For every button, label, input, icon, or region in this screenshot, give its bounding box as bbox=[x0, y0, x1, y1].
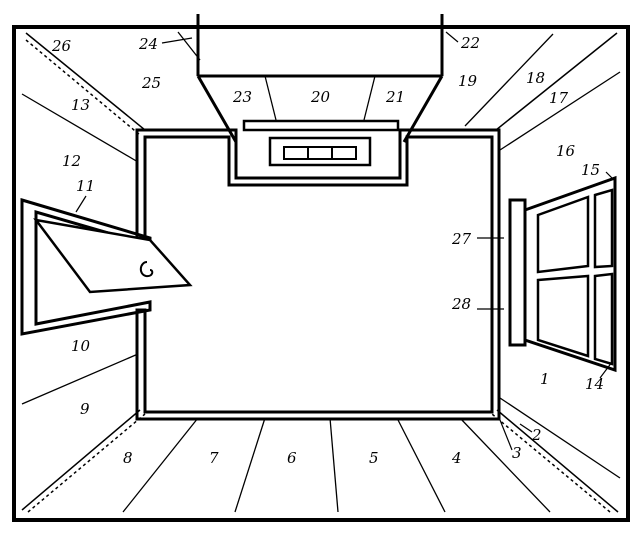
hood-base bbox=[268, 136, 372, 167]
label-11: 11 bbox=[76, 177, 95, 195]
label-28: 28 bbox=[451, 295, 471, 313]
leader-line-3 bbox=[499, 419, 513, 451]
label-4: 4 bbox=[451, 449, 462, 467]
label-5: 5 bbox=[369, 449, 379, 467]
segment-line-18-19 bbox=[464, 33, 554, 127]
window-outer bbox=[523, 175, 617, 373]
label-1: 1 bbox=[540, 370, 550, 388]
segment-line-9-10 bbox=[21, 353, 139, 405]
label-21: 21 bbox=[385, 88, 405, 106]
leader-line-22 bbox=[445, 31, 459, 43]
label-20: 20 bbox=[310, 88, 331, 106]
label-2: 2 bbox=[531, 426, 542, 444]
segment-line-1-2 bbox=[499, 397, 621, 479]
floor-line-3-4 bbox=[459, 417, 551, 513]
label-16: 16 bbox=[556, 142, 576, 160]
label-15: 15 bbox=[581, 161, 600, 179]
floor-line-5-6 bbox=[329, 417, 339, 513]
hood-rail bbox=[242, 119, 400, 132]
label-19: 19 bbox=[458, 72, 478, 90]
label-14: 14 bbox=[585, 375, 604, 393]
label-18: 18 bbox=[526, 69, 545, 87]
leader-line-15 bbox=[605, 171, 615, 181]
leader-line-2 bbox=[519, 423, 533, 433]
window-frame bbox=[508, 175, 617, 373]
segment-line-12-13 bbox=[21, 93, 139, 163]
diagonal-bottom-left-dashed bbox=[27, 413, 146, 513]
leader-line-24 bbox=[161, 37, 193, 44]
label-27: 27 bbox=[451, 230, 472, 248]
vent-grille bbox=[283, 146, 357, 160]
diagonal-bottom-right bbox=[496, 409, 619, 513]
window-pane-bottom-left bbox=[536, 274, 590, 358]
label-25: 25 bbox=[141, 74, 161, 92]
segment-labels: 1 2 3 4 5 6 7 8 9 10 11 12 13 14 15 16 1… bbox=[51, 34, 604, 467]
label-7: 7 bbox=[209, 449, 219, 467]
corner-diagonals bbox=[21, 32, 619, 513]
inner-room-outer bbox=[135, 128, 501, 421]
label-3: 3 bbox=[512, 444, 522, 462]
door-handle bbox=[139, 261, 154, 278]
leader-line-14 bbox=[599, 361, 613, 379]
label-17: 17 bbox=[549, 89, 569, 107]
segment-line-16-17 bbox=[499, 71, 621, 151]
diagonal-top-left-dashed bbox=[25, 39, 141, 136]
door-panel bbox=[33, 218, 193, 294]
hood-slope-right bbox=[402, 75, 444, 143]
inner-room bbox=[135, 128, 501, 421]
hood-divider-left bbox=[264, 75, 277, 121]
diagonal-bottom-left bbox=[21, 409, 141, 511]
ventilation-hood bbox=[196, 14, 444, 167]
segment-line-24-25 bbox=[177, 31, 201, 61]
leader-line-11 bbox=[75, 195, 87, 213]
label-10: 10 bbox=[71, 337, 91, 355]
label-8: 8 bbox=[123, 449, 133, 467]
diagonal-bottom-right-dashed bbox=[491, 413, 611, 513]
window-pane-top-left bbox=[536, 195, 590, 274]
label-12: 12 bbox=[62, 152, 81, 170]
segment-lines bbox=[21, 31, 621, 513]
label-26: 26 bbox=[51, 37, 72, 55]
label-13: 13 bbox=[71, 96, 90, 114]
label-24: 24 bbox=[138, 35, 158, 53]
outer-border bbox=[12, 25, 630, 522]
leader-lines bbox=[75, 31, 615, 451]
diagonal-top-right bbox=[495, 32, 618, 131]
floor-line-6-7 bbox=[234, 417, 266, 513]
hood-slope-left bbox=[196, 75, 238, 143]
label-9: 9 bbox=[80, 400, 90, 418]
window-pane-bottom-right bbox=[593, 272, 614, 366]
hood-divider-right bbox=[363, 75, 376, 121]
door-panel-open bbox=[20, 197, 193, 336]
label-23: 23 bbox=[232, 88, 252, 106]
window-sill bbox=[508, 198, 527, 347]
window-pane-top-right bbox=[593, 188, 614, 269]
label-22: 22 bbox=[460, 34, 480, 52]
floor-line-7-8 bbox=[122, 417, 199, 513]
label-6: 6 bbox=[287, 449, 297, 467]
floor-line-4-5 bbox=[396, 417, 446, 513]
diagonal-top-left bbox=[25, 32, 146, 131]
